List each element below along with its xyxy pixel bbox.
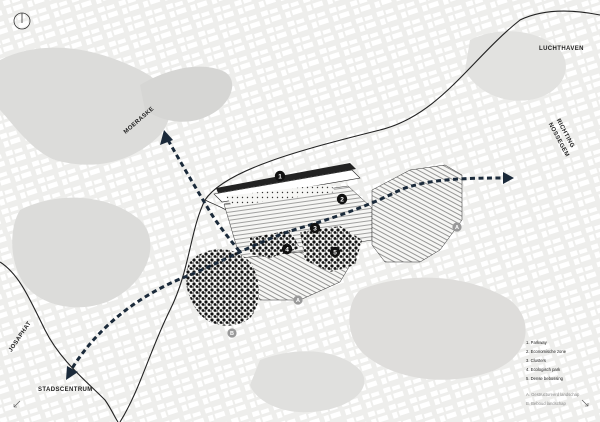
marker-label: 4 (285, 246, 289, 253)
marker-4: 4 (281, 243, 293, 255)
marker-label: 1 (278, 173, 282, 180)
green-area (12, 197, 151, 308)
parkway-strip (216, 163, 356, 193)
legend: 1. Parkway 2. Economische zone 3. Cluste… (526, 338, 579, 408)
place-label-luchthaven: LUCHTHAVEN (539, 46, 584, 52)
legend-item-parkway: 1. Parkway (526, 340, 547, 345)
zone-label: A (296, 298, 300, 304)
main-road (119, 10, 600, 422)
green-area (465, 31, 566, 101)
structured-landscape-east (371, 164, 463, 263)
place-label-stadscentrum: STADSCENTRUM (38, 387, 93, 393)
zone-marker-a-south: A (293, 295, 303, 305)
green-area (140, 66, 233, 122)
marker-3: 3 (309, 222, 321, 234)
site-zones (185, 163, 463, 326)
zone-label: A (455, 225, 459, 231)
marker-label: 2 (340, 196, 344, 203)
marker-label: 5 (333, 249, 337, 256)
legend-item-dense-forest: 5. Dense bebossing (526, 376, 564, 381)
marker-label: 3 (313, 225, 317, 232)
marker-5: 5 (329, 246, 341, 258)
direction-arrow-icon (581, 399, 589, 407)
route-arrowhead-southwest (66, 366, 78, 380)
zone-marker-a-east: A (452, 222, 462, 232)
direction-arrow-icon (13, 400, 21, 408)
legend-item-economic-zone: 2. Economische zone (526, 349, 567, 354)
north-arrow-icon (13, 12, 31, 30)
road (0, 261, 119, 422)
green-area (0, 47, 171, 165)
legend-sub-structured-landscape: A. Gestructureerd landschap (526, 392, 580, 397)
green-route-east-west (66, 176, 511, 376)
zone-label: B (230, 331, 234, 337)
built-landscape-forest (185, 249, 259, 326)
green-area (349, 277, 526, 380)
economic-zone-edge (226, 184, 336, 206)
zone-marker-b: B (227, 328, 237, 338)
marker-1: 1 (274, 170, 286, 182)
legend-sub-built-landscape: B. Beboud landschap (526, 401, 566, 406)
legend-item-clusters: 3. Clusters (526, 358, 547, 363)
green-area (250, 351, 365, 413)
green-route-north (166, 139, 242, 253)
route-arrowhead-north (160, 130, 173, 145)
marker-2: 2 (336, 193, 348, 205)
legend-item-ecological-park: 4. Ecologisch park (526, 367, 561, 372)
route-arrowhead-east (503, 172, 514, 184)
